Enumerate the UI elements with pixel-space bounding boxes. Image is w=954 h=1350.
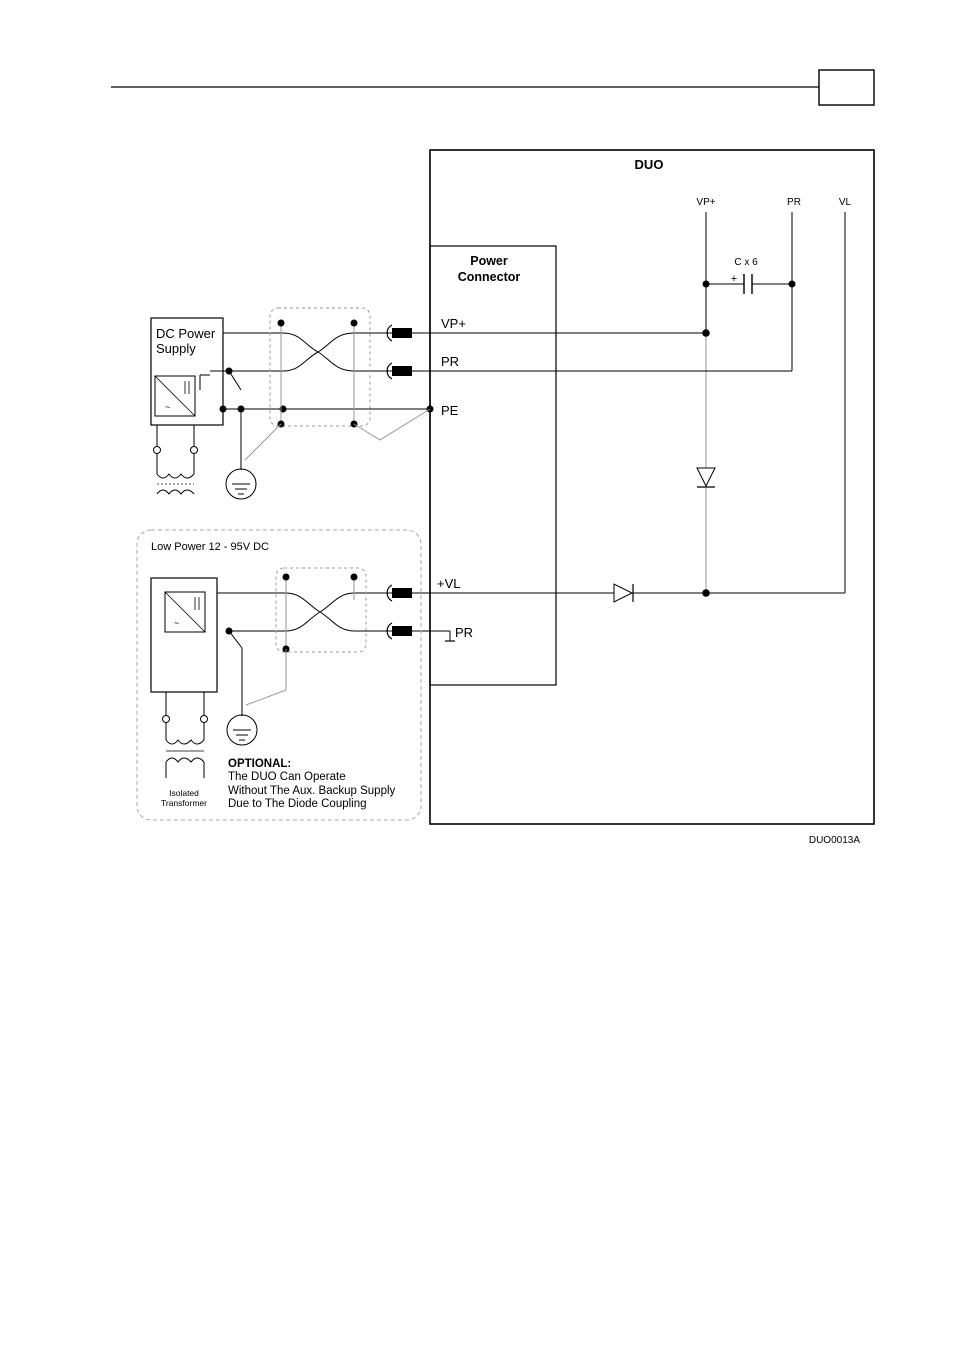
page-number-box — [819, 70, 874, 105]
shield-pe-wire — [354, 409, 430, 440]
twisted-pair-wire — [286, 593, 354, 631]
pin-label-vl: +VL — [437, 576, 461, 591]
plug-pin-icon — [392, 328, 412, 338]
optional-line: Without The Aux. Backup Supply — [228, 785, 396, 797]
cable-shield-outline — [276, 568, 366, 652]
twisted-pair-wire — [283, 333, 354, 371]
pin-label-pr: PR — [441, 354, 459, 369]
capacitor-label: C x 6 — [734, 257, 758, 268]
plug-pin-icon — [392, 626, 412, 636]
optional-line: Due to The Diode Coupling — [228, 798, 367, 810]
junction-dot — [220, 406, 227, 413]
diode-vertical-icon — [697, 468, 715, 486]
junction-dot — [702, 329, 710, 337]
terminal-icon — [154, 447, 161, 454]
plug-pin-icon — [392, 366, 412, 376]
plug-pin-icon — [392, 588, 412, 598]
terminal-icon — [163, 716, 170, 723]
optional-line: The DUO Can Operate — [228, 771, 346, 783]
pin-label-pe: PE — [441, 403, 459, 418]
shield-ground-wire — [245, 424, 281, 460]
junction-dot — [789, 281, 796, 288]
figure-code: DUO0013A — [809, 835, 860, 846]
transformer-coil-icon — [157, 490, 194, 494]
dc-supply-label-line1: DC Power — [156, 326, 216, 341]
junction-dot — [283, 574, 290, 581]
ac-symbol-icon: ~ — [165, 402, 170, 412]
backup-supply-box — [151, 578, 217, 692]
duo-title: DUO — [635, 157, 664, 172]
junction-dot — [702, 589, 710, 597]
junction-dot — [703, 281, 710, 288]
transformer-label-line2: Transformer — [161, 798, 207, 808]
power-connector-title-line1: Power — [470, 254, 508, 268]
capacitor-polarity: + — [731, 273, 737, 285]
transformer-coil-icon — [157, 454, 194, 478]
terminal-icon — [191, 447, 198, 454]
dc-supply-label-line2: Supply — [156, 341, 196, 356]
ac-symbol-icon: ~ — [174, 618, 179, 628]
shield-ground-wire — [246, 690, 286, 705]
power-connector-title-line2: Connector — [458, 270, 521, 284]
vl-label: VL — [839, 197, 852, 208]
low-power-title: Low Power 12 - 95V DC — [151, 541, 269, 553]
terminal-icon — [201, 716, 208, 723]
transformer-coil-icon — [166, 723, 204, 744]
power-connector-box — [430, 246, 556, 685]
vp-label: VP+ — [696, 197, 715, 208]
link-wire — [229, 631, 242, 648]
transformer-coil-icon — [166, 758, 204, 778]
junction-dot — [351, 320, 358, 327]
junction-dot — [278, 320, 285, 327]
pin-label-vp: VP+ — [441, 316, 466, 331]
junction-dot — [351, 574, 358, 581]
pr-label: PR — [787, 197, 801, 208]
pin-label-pr2: PR — [455, 625, 473, 640]
duo-box — [430, 150, 874, 824]
optional-heading: OPTIONAL: — [228, 758, 291, 770]
transformer-label-line1: Isolated — [169, 788, 199, 798]
link-wire — [229, 371, 241, 390]
diode-horizontal-icon — [614, 584, 632, 602]
